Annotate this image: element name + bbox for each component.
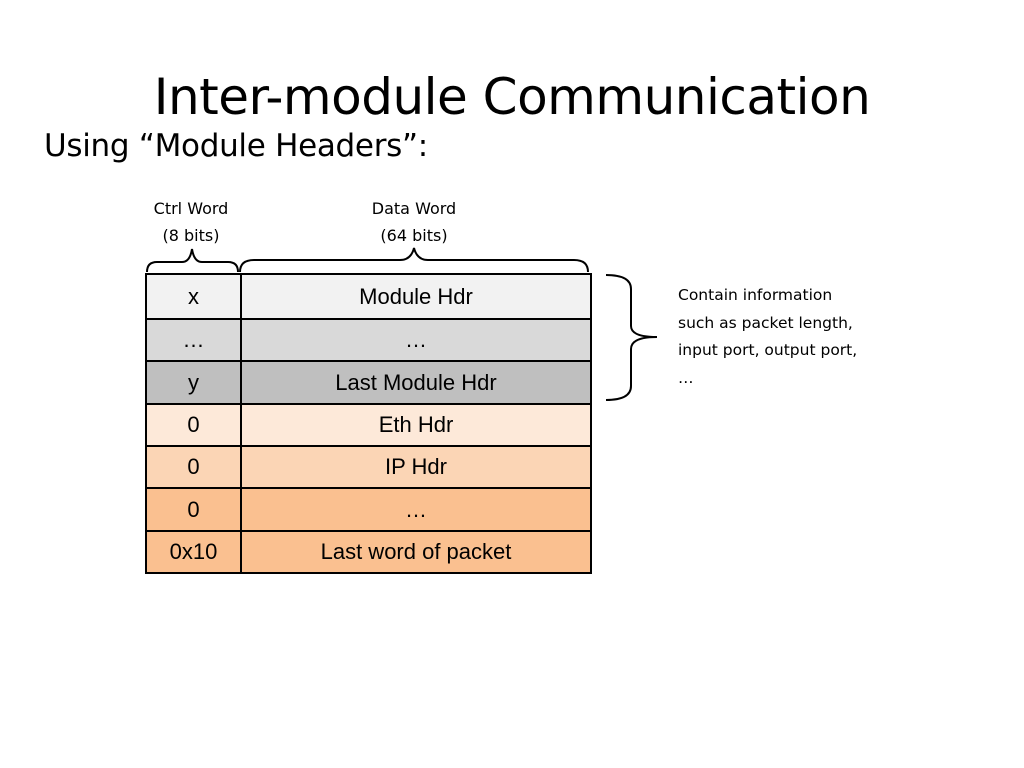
table-row: 0 IP Hdr (145, 445, 592, 489)
data-cell: … (240, 487, 592, 532)
ctrl-word-bits: (8 bits) (162, 226, 220, 245)
slide-subtitle: Using “Module Headers”: (44, 128, 428, 164)
data-cell: Last Module Hdr (240, 360, 592, 405)
data-word-label: Data Word (64 bits) (340, 195, 488, 249)
note-line: such as packet length, (678, 313, 853, 332)
ctrl-cell: y (145, 360, 242, 405)
table-row: y Last Module Hdr (145, 360, 592, 405)
ctrl-cell: 0 (145, 487, 242, 532)
ctrl-cell: 0 (145, 403, 242, 447)
note-line: Contain information (678, 286, 833, 304)
data-cell: Last word of packet (240, 530, 592, 574)
data-cell: IP Hdr (240, 445, 592, 489)
ctrl-cell: 0x10 (145, 530, 242, 574)
data-word-brace (239, 247, 589, 273)
data-cell: … (240, 318, 592, 362)
ctrl-cell: … (145, 318, 242, 362)
module-header-note: Contain information such as packet lengt… (678, 282, 918, 392)
table-row: 0 Eth Hdr (145, 403, 592, 447)
ctrl-cell: x (145, 273, 242, 320)
ctrl-word-label: Ctrl Word (8 bits) (132, 195, 250, 249)
table-row: 0 … (145, 487, 592, 532)
table-row: … … (145, 318, 592, 362)
data-word-title: Data Word (371, 199, 457, 218)
ctrl-cell: 0 (145, 445, 242, 489)
module-header-brace (605, 274, 658, 401)
table-row: x Module Hdr (145, 273, 592, 320)
ctrl-word-title: Ctrl Word (153, 199, 229, 218)
packet-words-table: x Module Hdr … … y Last Module Hdr 0 Eth… (145, 273, 592, 574)
data-cell: Eth Hdr (240, 403, 592, 447)
data-cell: Module Hdr (240, 273, 592, 320)
data-word-bits: (64 bits) (380, 226, 448, 245)
note-line: input port, output port, (678, 341, 858, 359)
slide-title: Inter-module Communication (153, 68, 871, 126)
table-row: 0x10 Last word of packet (145, 530, 592, 574)
ctrl-word-brace (146, 248, 239, 273)
note-line: … (678, 368, 694, 387)
